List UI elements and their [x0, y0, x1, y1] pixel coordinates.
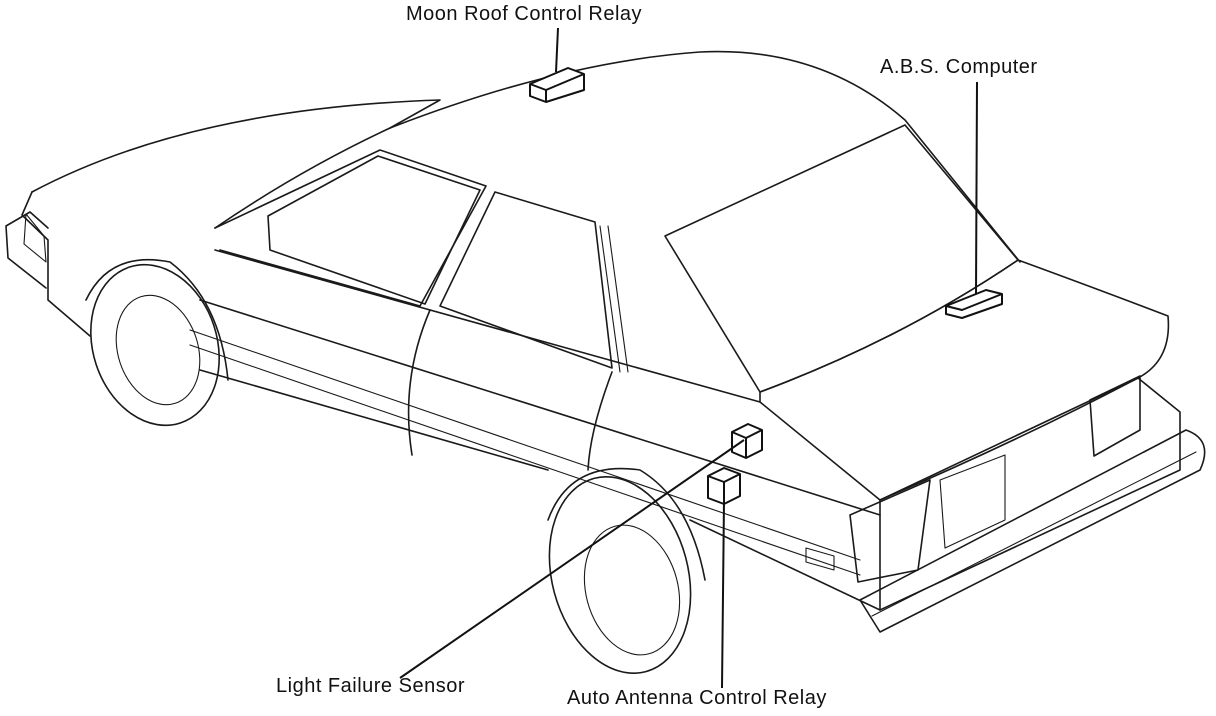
- front-door-seam: [407, 309, 431, 456]
- side-marker: [805, 547, 835, 571]
- body-side-mid: [199, 299, 881, 516]
- leader-auto-antenna: [721, 499, 725, 689]
- headlamp: [23, 213, 47, 263]
- rear-side-window: [439, 191, 613, 369]
- moon-roof-relay-part: [529, 67, 585, 103]
- leader-light-failure: [399, 439, 745, 679]
- taillamp-right: [1089, 375, 1141, 457]
- windshield: [214, 149, 487, 307]
- rear-door-seam: [587, 371, 613, 471]
- window-pillar: [599, 225, 629, 373]
- light-failure-sensor-part: [731, 423, 763, 459]
- front-wheel-arch: [85, 258, 229, 381]
- rear-bumper: [859, 429, 1206, 633]
- front-nose: [21, 191, 91, 337]
- label-auto-antenna-control-relay: Auto Antenna Control Relay: [567, 687, 827, 709]
- roof-outline: [389, 50, 1021, 263]
- rear-rim: [583, 524, 681, 656]
- body-side-molding: [189, 329, 861, 576]
- rear-bumper-line: [871, 451, 1197, 617]
- label-moon-roof-control-relay: Moon Roof Control Relay: [406, 3, 643, 25]
- taillamp-left: [849, 479, 931, 583]
- hood-outline: [31, 99, 441, 229]
- trunk-lid: [759, 259, 1170, 501]
- label-abs-computer: A.B.S. Computer: [880, 56, 1038, 78]
- leader-abs: [975, 81, 978, 295]
- rear-wheel-arch: [547, 467, 706, 581]
- rear-panel: [879, 377, 1181, 611]
- body-side-top: [214, 249, 761, 403]
- license-plate: [939, 454, 1006, 549]
- front-bumper: [5, 211, 49, 289]
- auto-antenna-relay-part: [707, 467, 741, 505]
- rear-tire: [548, 476, 692, 674]
- body-side-bottom: [199, 369, 881, 611]
- rear-windshield: [664, 124, 1019, 393]
- abs-computer-part: [945, 289, 1003, 319]
- leader-moon-roof: [555, 27, 559, 73]
- front-side-window: [267, 155, 481, 305]
- front-rim: [115, 294, 201, 406]
- label-light-failure-sensor: Light Failure Sensor: [276, 675, 465, 697]
- front-tire: [90, 263, 220, 427]
- sedan-outline: [5, 50, 1206, 674]
